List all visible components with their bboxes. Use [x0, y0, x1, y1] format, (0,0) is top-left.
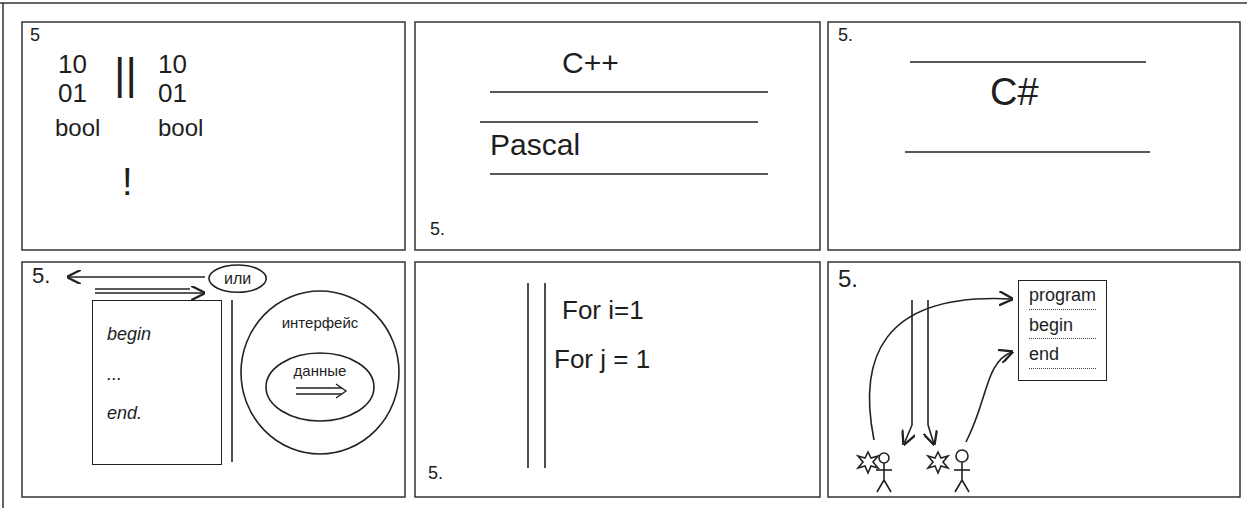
- language-name: C#: [990, 72, 1039, 114]
- type-name: bool: [55, 115, 100, 141]
- or-operator: ||: [114, 50, 137, 98]
- binary-digits: 01: [158, 79, 187, 108]
- loop-header: For i=1: [562, 296, 644, 325]
- sketch-lines: [68, 62, 1150, 492]
- keyword-oval: или: [208, 264, 267, 293]
- node-text: end: [1029, 344, 1096, 366]
- loop-header: For j = 1: [554, 345, 650, 374]
- interface-circle: интерфейс данные: [240, 290, 400, 455]
- page-number: 5.: [838, 26, 853, 46]
- not-operator: !: [122, 162, 133, 204]
- node-text: begin: [1029, 315, 1096, 337]
- dotted-rule: [1029, 368, 1096, 369]
- program-box: program begin end: [1018, 280, 1107, 381]
- node-text: интерфейс: [282, 314, 359, 332]
- node-text: данные: [294, 362, 347, 380]
- node-text: или: [224, 269, 251, 288]
- code-block: begin ... end.: [92, 300, 222, 465]
- dotted-rule: [1029, 309, 1096, 310]
- type-name: bool: [158, 115, 203, 141]
- node-text: begin ... end.: [107, 315, 151, 434]
- binary-digits: 10: [158, 50, 187, 79]
- dotted-rule: [1029, 338, 1096, 339]
- language-name: Pascal: [490, 128, 580, 161]
- data-oval: данные: [265, 352, 375, 422]
- binary-digits: 01: [58, 79, 87, 108]
- binary-digits: 10: [58, 50, 87, 79]
- language-name: C++: [562, 46, 619, 79]
- page-number: 5: [30, 26, 40, 46]
- page-number: 5.: [32, 264, 50, 288]
- page-number: 5.: [428, 464, 443, 484]
- node-text: program: [1029, 285, 1096, 307]
- page-number: 5.: [430, 220, 445, 240]
- panel-grid: [0, 3, 1247, 508]
- page-number: 5.: [838, 266, 858, 292]
